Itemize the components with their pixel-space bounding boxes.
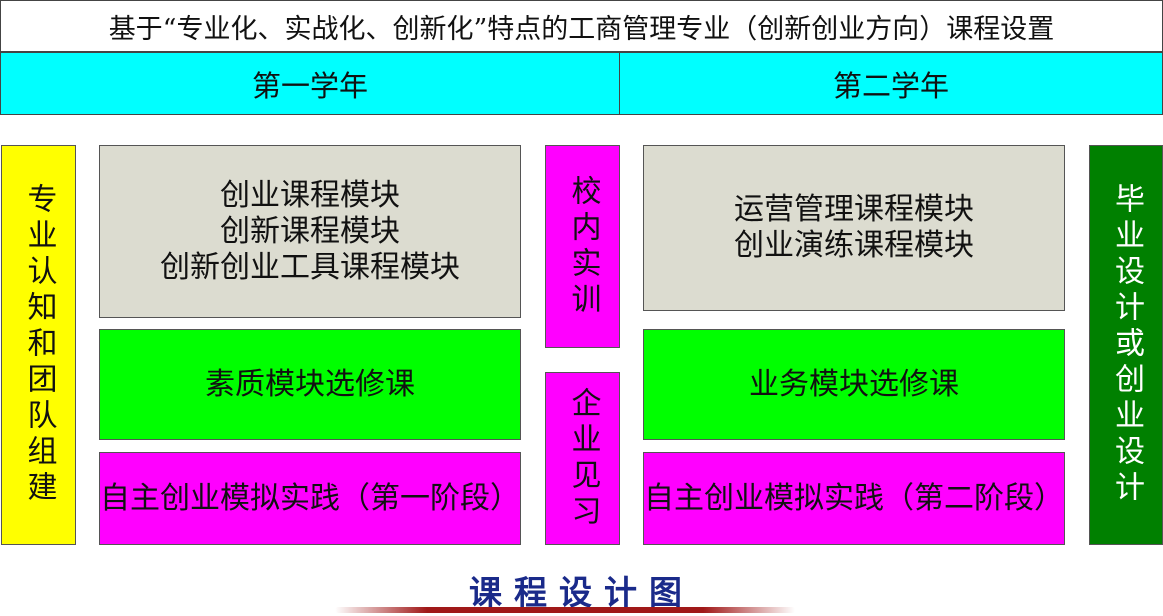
caption-underline: [335, 607, 795, 613]
diagram-title: 基于“专业化、实战化、创新化”特点的工商管理专业（创新创业方向）课程设置: [0, 0, 1163, 52]
column-orientation: 专业认知和团队组建: [1, 145, 76, 545]
enterprise-internship: 企业见习: [545, 372, 620, 545]
year2-core-modules: 运营管理课程模块 创业演练课程模块: [643, 145, 1065, 311]
on-campus-training: 校内实训: [545, 145, 620, 348]
module-line: 运营管理课程模块: [734, 192, 974, 227]
year2-practice-module: 自主创业模拟实践（第二阶段）: [643, 452, 1065, 545]
year1-core-modules: 创业课程模块 创新课程模块 创新创业工具课程模块: [99, 145, 521, 318]
module-line: 创新课程模块: [220, 213, 400, 249]
year-header-second: 第二学年: [619, 52, 1163, 115]
module-line: 创业演练课程模块: [734, 228, 974, 263]
module-line: 创新创业工具课程模块: [160, 249, 460, 285]
year-header-first: 第一学年: [0, 52, 620, 115]
diagram-caption: 课程设计图: [469, 573, 694, 612]
year2-elective-module: 业务模块选修课: [643, 329, 1065, 440]
year1-elective-module: 素质模块选修课: [99, 329, 521, 440]
module-line: 创业课程模块: [220, 177, 400, 213]
year1-practice-module: 自主创业模拟实践（第一阶段）: [99, 452, 521, 545]
column-graduation: 毕业设计或创业设计: [1089, 145, 1163, 545]
